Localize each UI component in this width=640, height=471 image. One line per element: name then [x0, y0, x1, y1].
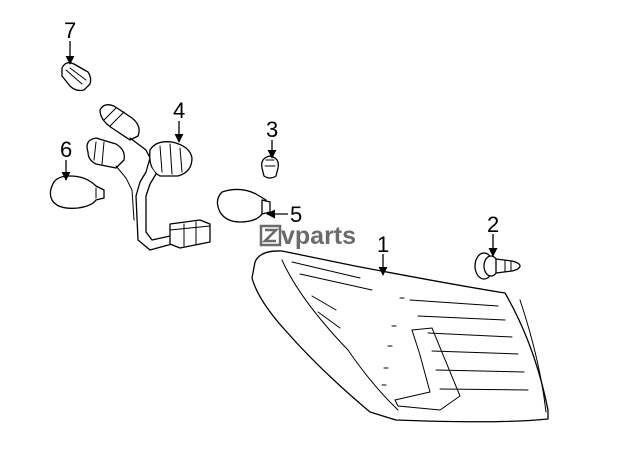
- callout-3: 3: [266, 117, 278, 142]
- watermark: vparts: [259, 222, 356, 250]
- tail-lamp-assembly[interactable]: [251, 250, 549, 423]
- z-square-logo: [259, 224, 282, 247]
- capless-bulb[interactable]: [61, 62, 92, 92]
- push-clip[interactable]: [474, 252, 521, 280]
- callout-6: 6: [60, 137, 72, 162]
- callout-5: 5: [290, 202, 302, 227]
- socket-wire-harness[interactable]: [86, 104, 211, 251]
- small-bulb[interactable]: [261, 155, 279, 179]
- wedge-bulb[interactable]: [216, 188, 271, 223]
- large-bulb[interactable]: [49, 175, 105, 209]
- callout-2: 2: [487, 212, 499, 237]
- callout-1: 1: [377, 232, 389, 257]
- callout-7: 7: [64, 18, 76, 43]
- callout-4: 4: [173, 98, 185, 123]
- watermark-text: vparts: [281, 222, 356, 250]
